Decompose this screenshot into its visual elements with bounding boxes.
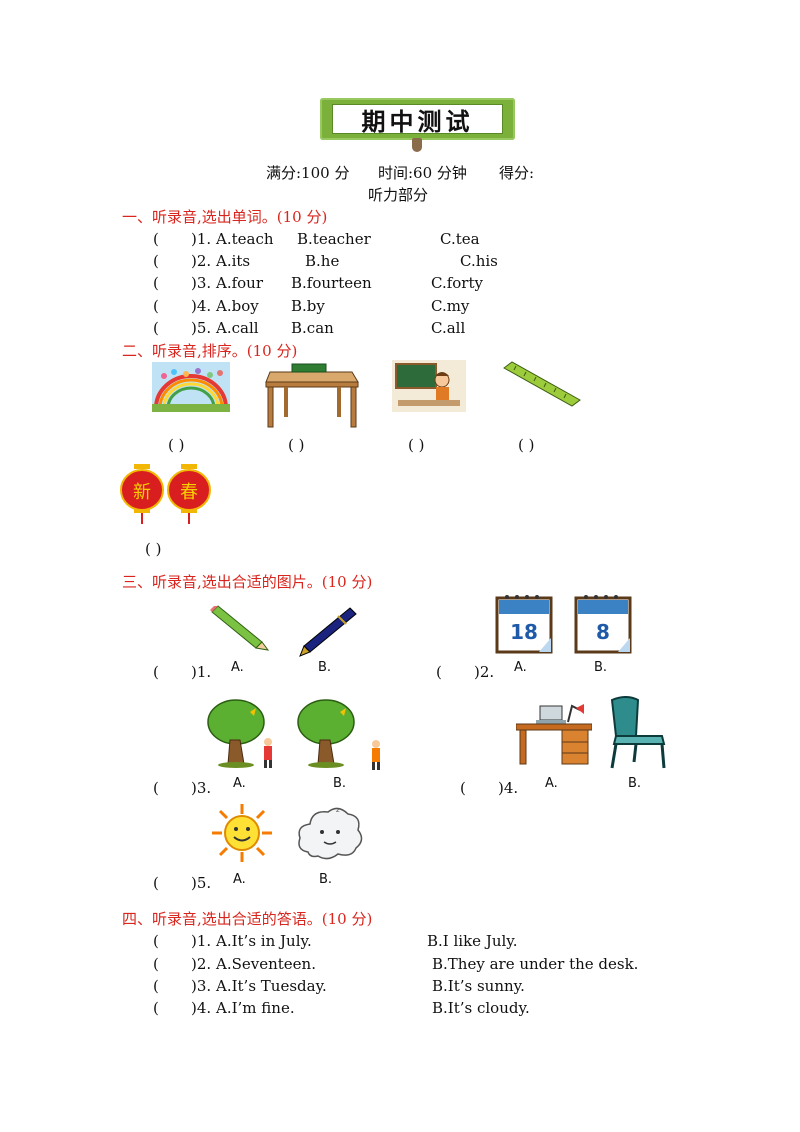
option-b-label: B. bbox=[628, 776, 642, 791]
item-number: )5. bbox=[191, 874, 212, 892]
option-b: B.I like July. bbox=[427, 932, 518, 950]
page-title: 期中测试 bbox=[332, 104, 503, 136]
title-banner: 期中测试 bbox=[320, 98, 515, 140]
item-number: )1. bbox=[191, 932, 212, 950]
option-c: C.my bbox=[431, 297, 470, 315]
answer-blank: ( ) bbox=[408, 436, 425, 454]
paren: ( bbox=[153, 874, 159, 892]
option-a-label: A. bbox=[514, 660, 527, 675]
tree-with-boy-image bbox=[207, 699, 272, 768]
option-a: A.It’s Tuesday. bbox=[216, 977, 327, 995]
paren: ( bbox=[153, 955, 159, 973]
item-number: )1. bbox=[191, 230, 212, 248]
paren: ( bbox=[153, 977, 159, 995]
answer-blank: ( ) bbox=[518, 436, 535, 454]
option-a-label: A. bbox=[231, 660, 244, 675]
paren: ( bbox=[436, 663, 442, 681]
svg-text:z: z bbox=[336, 806, 340, 814]
option-a: A.call bbox=[216, 319, 259, 337]
option-b: B.fourteen bbox=[291, 274, 372, 292]
paren: ( bbox=[153, 230, 159, 248]
item-number: )4. bbox=[191, 999, 212, 1017]
time-limit: 时间:60 分钟 bbox=[378, 164, 467, 182]
paren: ( bbox=[153, 252, 159, 270]
item-number: )3. bbox=[191, 977, 212, 995]
option-a: A.teach bbox=[216, 230, 274, 248]
sun-image bbox=[212, 804, 272, 862]
section4-title: 四、听录音,选出合适的答语。(10 分) bbox=[122, 910, 373, 928]
cloud-image: z bbox=[298, 806, 363, 860]
paren: ( bbox=[153, 999, 159, 1017]
option-a: A.boy bbox=[216, 297, 259, 315]
option-b-label: B. bbox=[318, 660, 332, 675]
calendar-18-image: 18 bbox=[495, 592, 555, 654]
item-number: )2. bbox=[191, 252, 212, 270]
option-c: C.all bbox=[431, 319, 466, 337]
option-b: B.can bbox=[291, 319, 334, 337]
option-c: C.forty bbox=[431, 274, 483, 292]
desk-image bbox=[265, 363, 359, 428]
ruler-image bbox=[503, 361, 581, 407]
option-b-label: B. bbox=[319, 872, 333, 887]
lantern-image: 春 bbox=[167, 462, 211, 524]
rainbow-children-image bbox=[152, 362, 230, 412]
option-b-label: B. bbox=[594, 660, 608, 675]
section3-title: 三、听录音,选出合适的图片。(10 分) bbox=[122, 573, 373, 591]
part-label: 听力部分 bbox=[368, 186, 429, 204]
full-score: 满分:100 分 bbox=[266, 164, 350, 182]
option-a-label: A. bbox=[233, 872, 246, 887]
item-number: )3. bbox=[191, 779, 212, 797]
option-a-label: A. bbox=[233, 776, 246, 791]
option-b: B.he bbox=[305, 252, 340, 270]
paren: ( bbox=[153, 274, 159, 292]
pen-image bbox=[299, 607, 357, 657]
option-a: A.Seventeen. bbox=[216, 955, 316, 973]
option-a: A.four bbox=[216, 274, 264, 292]
tree-boy-apart-image bbox=[297, 699, 380, 770]
answer-blank: ( ) bbox=[145, 540, 162, 558]
chair-image bbox=[610, 696, 666, 769]
pencil-image bbox=[210, 605, 270, 651]
option-b: B.It’s cloudy. bbox=[432, 999, 530, 1017]
answer-blank: ( ) bbox=[168, 436, 185, 454]
item-number: )2. bbox=[474, 663, 495, 681]
paren: ( bbox=[153, 297, 159, 315]
option-a: A.I’m fine. bbox=[216, 999, 295, 1017]
calendar-date: 18 bbox=[510, 620, 538, 644]
score-field: 得分: bbox=[499, 164, 535, 182]
pin-icon bbox=[412, 138, 422, 152]
option-a-label: A. bbox=[545, 776, 558, 791]
calendar-8-image: 8 bbox=[574, 592, 634, 654]
item-number: )4. bbox=[498, 779, 519, 797]
item-number: )5. bbox=[191, 319, 212, 337]
section2-title: 二、听录音,排序。(10 分) bbox=[122, 342, 298, 360]
lantern-character: 春 bbox=[180, 482, 198, 503]
option-b-label: B. bbox=[333, 776, 347, 791]
option-c: C.tea bbox=[440, 230, 480, 248]
option-b: B.teacher bbox=[297, 230, 371, 248]
calendar-date: 8 bbox=[596, 620, 610, 644]
paren: ( bbox=[153, 932, 159, 950]
paren: ( bbox=[460, 779, 466, 797]
desk-computer-image bbox=[516, 704, 592, 765]
item-number: )4. bbox=[191, 297, 212, 315]
paren: ( bbox=[153, 319, 159, 337]
answer-blank: ( ) bbox=[288, 436, 305, 454]
option-b: B.They are under the desk. bbox=[432, 955, 639, 973]
option-c: C.his bbox=[460, 252, 498, 270]
lantern-image: 新 bbox=[120, 462, 164, 524]
section1-title: 一、听录音,选出单词。(10 分) bbox=[122, 208, 328, 226]
option-b: B.by bbox=[291, 297, 325, 315]
item-number: )1. bbox=[191, 663, 212, 681]
item-number: )3. bbox=[191, 274, 212, 292]
paren: ( bbox=[153, 663, 159, 681]
option-a: A.its bbox=[216, 252, 251, 270]
lantern-character: 新 bbox=[133, 482, 151, 503]
item-number: )2. bbox=[191, 955, 212, 973]
option-a: A.It’s in July. bbox=[216, 932, 312, 950]
paren: ( bbox=[153, 779, 159, 797]
option-b: B.It’s sunny. bbox=[432, 977, 525, 995]
teacher-image bbox=[392, 360, 466, 412]
